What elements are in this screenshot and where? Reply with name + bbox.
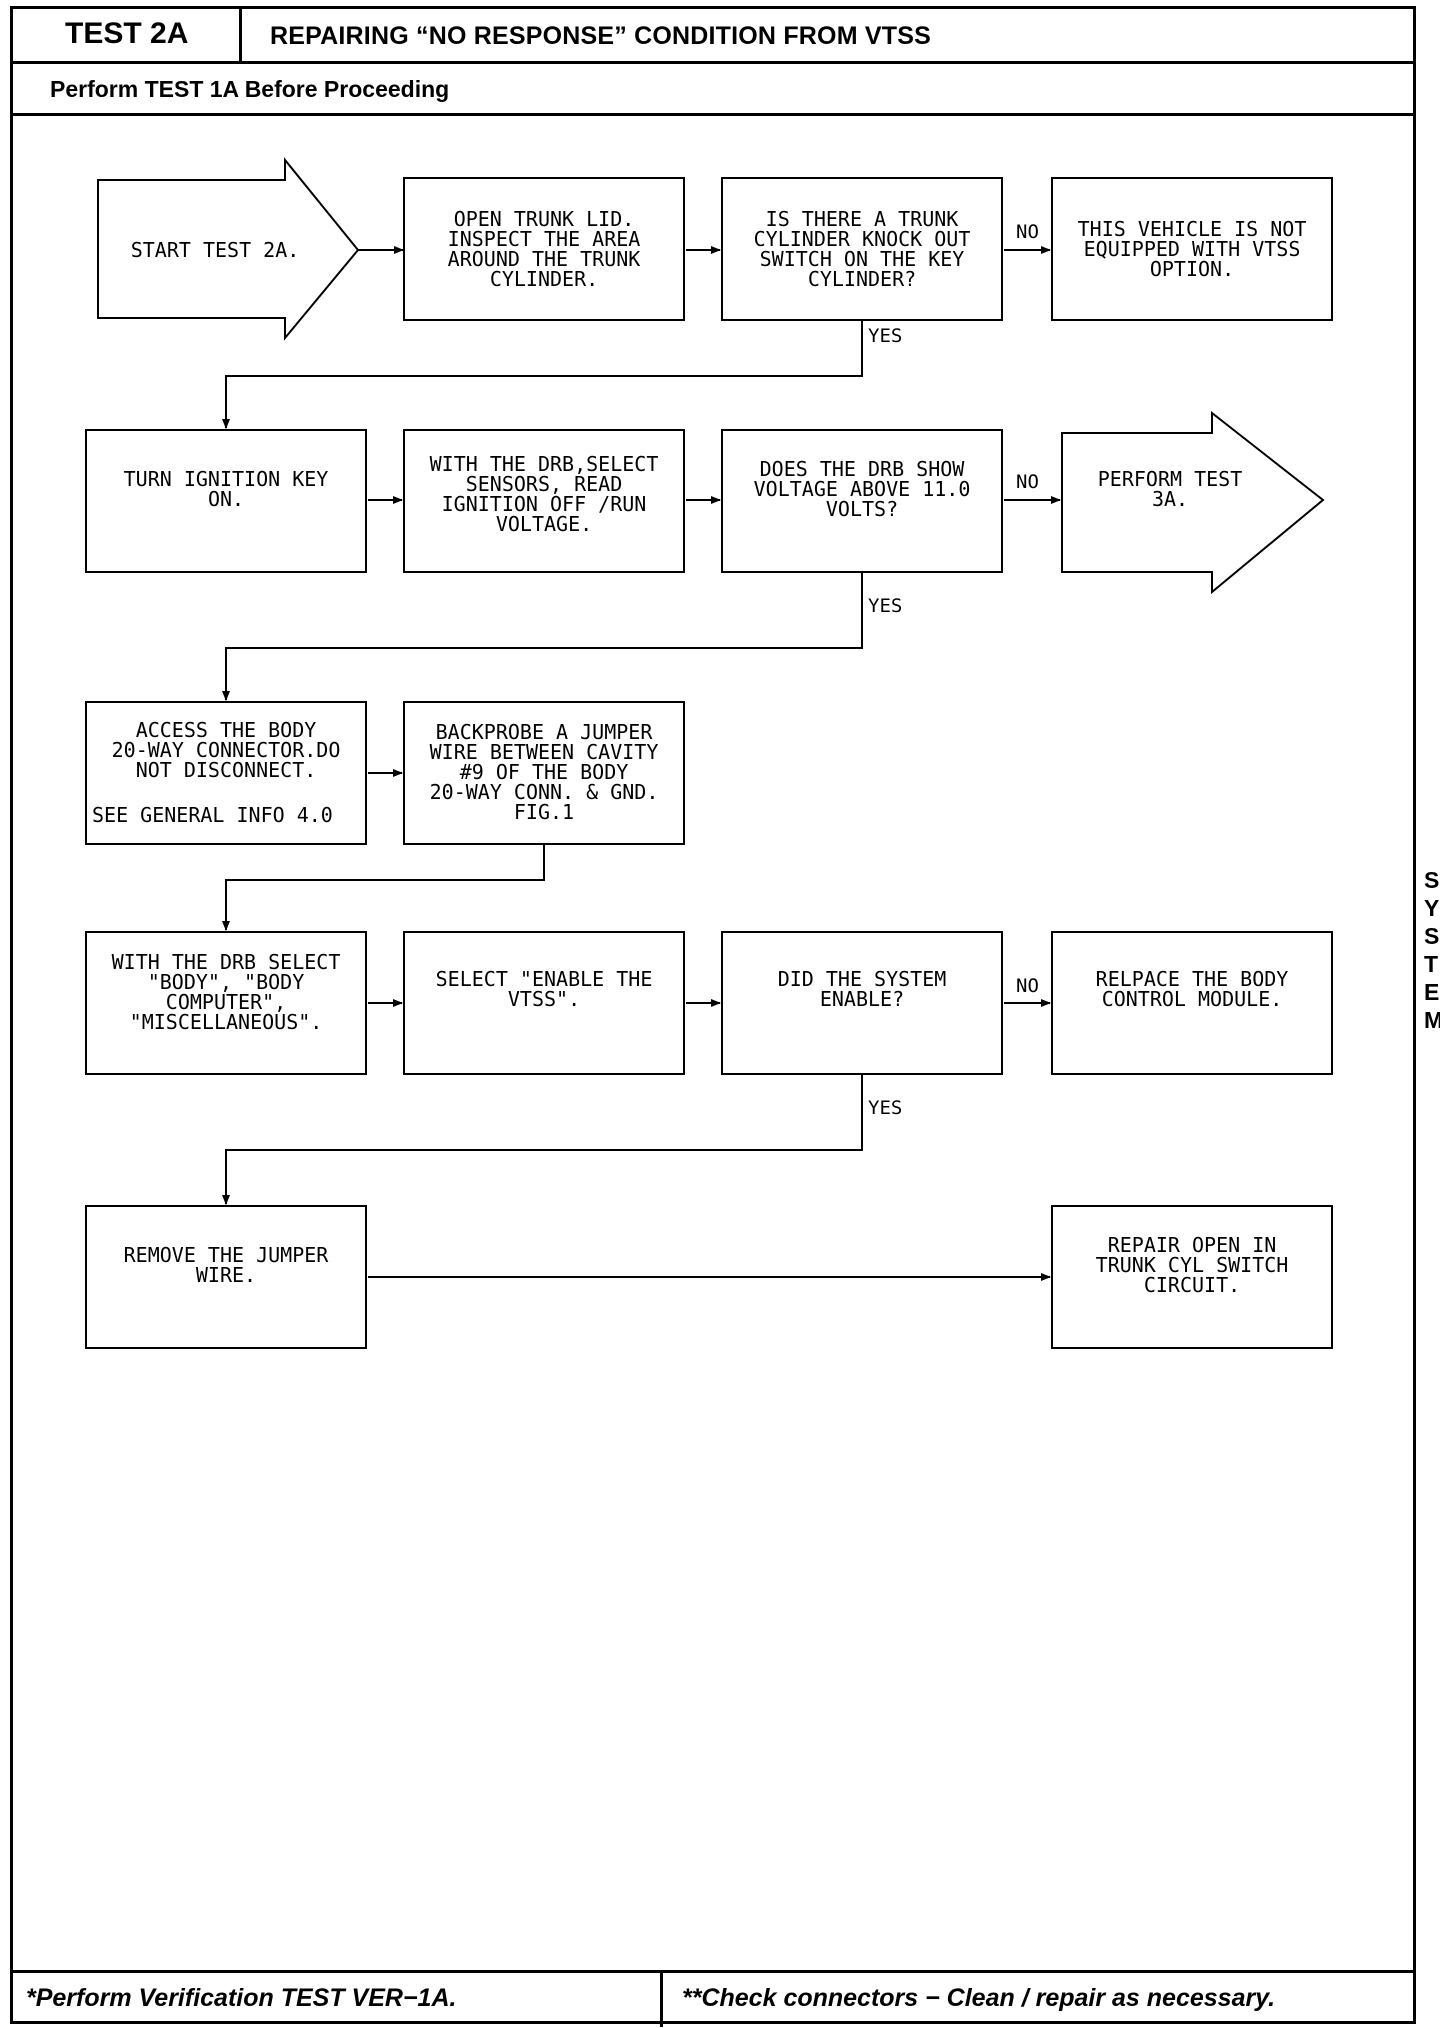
voltage-question-box bbox=[721, 429, 1003, 573]
open-trunk-line: INSPECT THE AREA bbox=[448, 227, 641, 251]
label-yes-1: YES bbox=[868, 325, 902, 347]
drb-select-box bbox=[85, 931, 367, 1075]
repair-open-line: CIRCUIT. bbox=[1144, 1273, 1240, 1297]
access-connector-line: ACCESS THE BODY bbox=[136, 718, 317, 742]
access-connector-line: 20-WAY CONNECTOR.DO bbox=[112, 738, 341, 762]
drb-select-line: "MISCELLANEOUS". bbox=[130, 1010, 323, 1034]
replace-bcm-line: CONTROL MODULE. bbox=[1102, 987, 1283, 1011]
test3a-line: 3A. bbox=[1152, 487, 1188, 511]
replace-bcm-line: RELPACE THE BODY bbox=[1096, 967, 1289, 991]
ignition-on-line: TURN IGNITION KEY bbox=[124, 467, 329, 491]
subtitle-row: Perform TEST 1A Before Proceeding bbox=[10, 64, 1416, 116]
remove-jumper-line: REMOVE THE JUMPER bbox=[124, 1243, 330, 1267]
general-info-note: SEE GENERAL INFO 4.0 bbox=[92, 803, 333, 827]
arrow-voltage-yes bbox=[222, 572, 863, 701]
edge-letter: S bbox=[1424, 923, 1440, 949]
enable-vtss-line: VTSS". bbox=[508, 987, 580, 1011]
knockout-q-line: CYLINDER? bbox=[808, 267, 916, 291]
perform-test-3a-arrow bbox=[1061, 410, 1325, 595]
title-bar bbox=[10, 6, 1416, 64]
knockout-q-line: CYLINDER KNOCK OUT bbox=[754, 227, 971, 251]
not-equipped-line: THIS VEHICLE IS NOT bbox=[1078, 217, 1307, 241]
backprobe-line: WIRE BETWEEN CAVITY bbox=[430, 740, 659, 764]
open-trunk-line: OPEN TRUNK LID. bbox=[454, 207, 635, 231]
enable-question-box bbox=[721, 931, 1003, 1075]
access-connector-line: NOT DISCONNECT. bbox=[136, 758, 317, 782]
test-id: TEST 2A bbox=[10, 6, 242, 64]
edge-letter: Y bbox=[1424, 895, 1440, 921]
drb-sensors-line: VOLTAGE. bbox=[496, 512, 592, 536]
prerequisite-note: Perform TEST 1A Before Proceeding bbox=[50, 76, 450, 102]
knockout-question-box bbox=[721, 177, 1003, 321]
open-trunk-line: AROUND THE TRUNK bbox=[448, 247, 641, 271]
not-equipped-box bbox=[1051, 177, 1333, 321]
drb-sensors-line: IGNITION OFF /RUN bbox=[442, 492, 647, 516]
test3a-line: PERFORM TEST bbox=[1098, 467, 1243, 491]
ignition-on-line: ON. bbox=[208, 487, 244, 511]
drb-select-line: COMPUTER", bbox=[166, 990, 286, 1014]
label-no-2: NO bbox=[1016, 471, 1039, 493]
enable-vtss-line: SELECT "ENABLE THE bbox=[436, 967, 653, 991]
label-no-1: NO bbox=[1016, 221, 1039, 243]
voltage-q-line: VOLTS? bbox=[826, 497, 898, 521]
drb-sensors-box bbox=[403, 429, 685, 573]
access-connector-box bbox=[85, 701, 367, 845]
repair-open-line: REPAIR OPEN IN bbox=[1108, 1233, 1277, 1257]
page-frame bbox=[10, 6, 1416, 2024]
backprobe-line: #9 OF THE BODY bbox=[460, 760, 629, 784]
label-yes-2: YES bbox=[868, 595, 902, 617]
footer: *Perform Verification TEST VER−1A. **Che… bbox=[10, 1970, 1416, 2027]
open-trunk-line: CYLINDER. bbox=[490, 267, 598, 291]
drb-select-line: "BODY", "BODY bbox=[148, 970, 305, 994]
edge-letter: M bbox=[1424, 1007, 1440, 1033]
verification-note: *Perform Verification TEST VER−1A. bbox=[26, 1984, 457, 2012]
backprobe-line: 20-WAY CONN. & GND. bbox=[430, 780, 659, 804]
backprobe-line: FIG.1 bbox=[514, 800, 574, 824]
enable-q-line: ENABLE? bbox=[820, 987, 904, 1011]
arrow-knockout-yes bbox=[222, 320, 863, 429]
voltage-q-line: VOLTAGE ABOVE 11.0 bbox=[754, 477, 971, 501]
edge-letter: T bbox=[1424, 951, 1439, 977]
replace-bcm-box bbox=[1051, 931, 1333, 1075]
remove-jumper-box bbox=[85, 1205, 367, 1349]
ignition-on-box bbox=[85, 429, 367, 573]
knockout-q-line: SWITCH ON THE KEY bbox=[760, 247, 965, 271]
page-title: REPAIRING “NO RESPONSE” CONDITION FROM V… bbox=[270, 22, 931, 50]
open-trunk-box bbox=[403, 177, 685, 321]
not-equipped-line: EQUIPPED WITH VTSS bbox=[1084, 237, 1301, 261]
arrow-enable-yes bbox=[222, 1074, 863, 1205]
connector-note: **Check connectors − Clean / repair as n… bbox=[682, 1984, 1276, 2012]
enable-q-line: DID THE SYSTEM bbox=[778, 967, 947, 991]
label-no-3: NO bbox=[1016, 975, 1039, 997]
remove-jumper-line: WIRE. bbox=[196, 1263, 256, 1287]
drb-select-line: WITH THE DRB SELECT bbox=[112, 950, 341, 974]
voltage-q-line: DOES THE DRB SHOW bbox=[760, 457, 966, 481]
not-equipped-line: OPTION. bbox=[1150, 257, 1234, 281]
enable-vtss-box bbox=[403, 931, 685, 1075]
edge-letter: S bbox=[1424, 867, 1440, 893]
drb-sensors-line: WITH THE DRB,SELECT bbox=[430, 452, 659, 476]
footer-divider bbox=[660, 1973, 663, 2027]
repair-open-box bbox=[1051, 1205, 1333, 1349]
edge-letter: E bbox=[1424, 979, 1440, 1005]
backprobe-line: BACKPROBE A JUMPER bbox=[436, 720, 654, 744]
drb-sensors-line: SENSORS, READ bbox=[466, 472, 623, 496]
repair-open-line: TRUNK CYL SWITCH bbox=[1096, 1253, 1289, 1277]
backprobe-box bbox=[403, 701, 685, 845]
knockout-q-line: IS THERE A TRUNK bbox=[766, 207, 959, 231]
start-line: START TEST 2A. bbox=[131, 238, 300, 262]
arrow-backprobe-to-drbselect bbox=[222, 844, 545, 931]
start-test-2a-arrow bbox=[97, 157, 360, 341]
label-yes-3: YES bbox=[868, 1097, 902, 1119]
